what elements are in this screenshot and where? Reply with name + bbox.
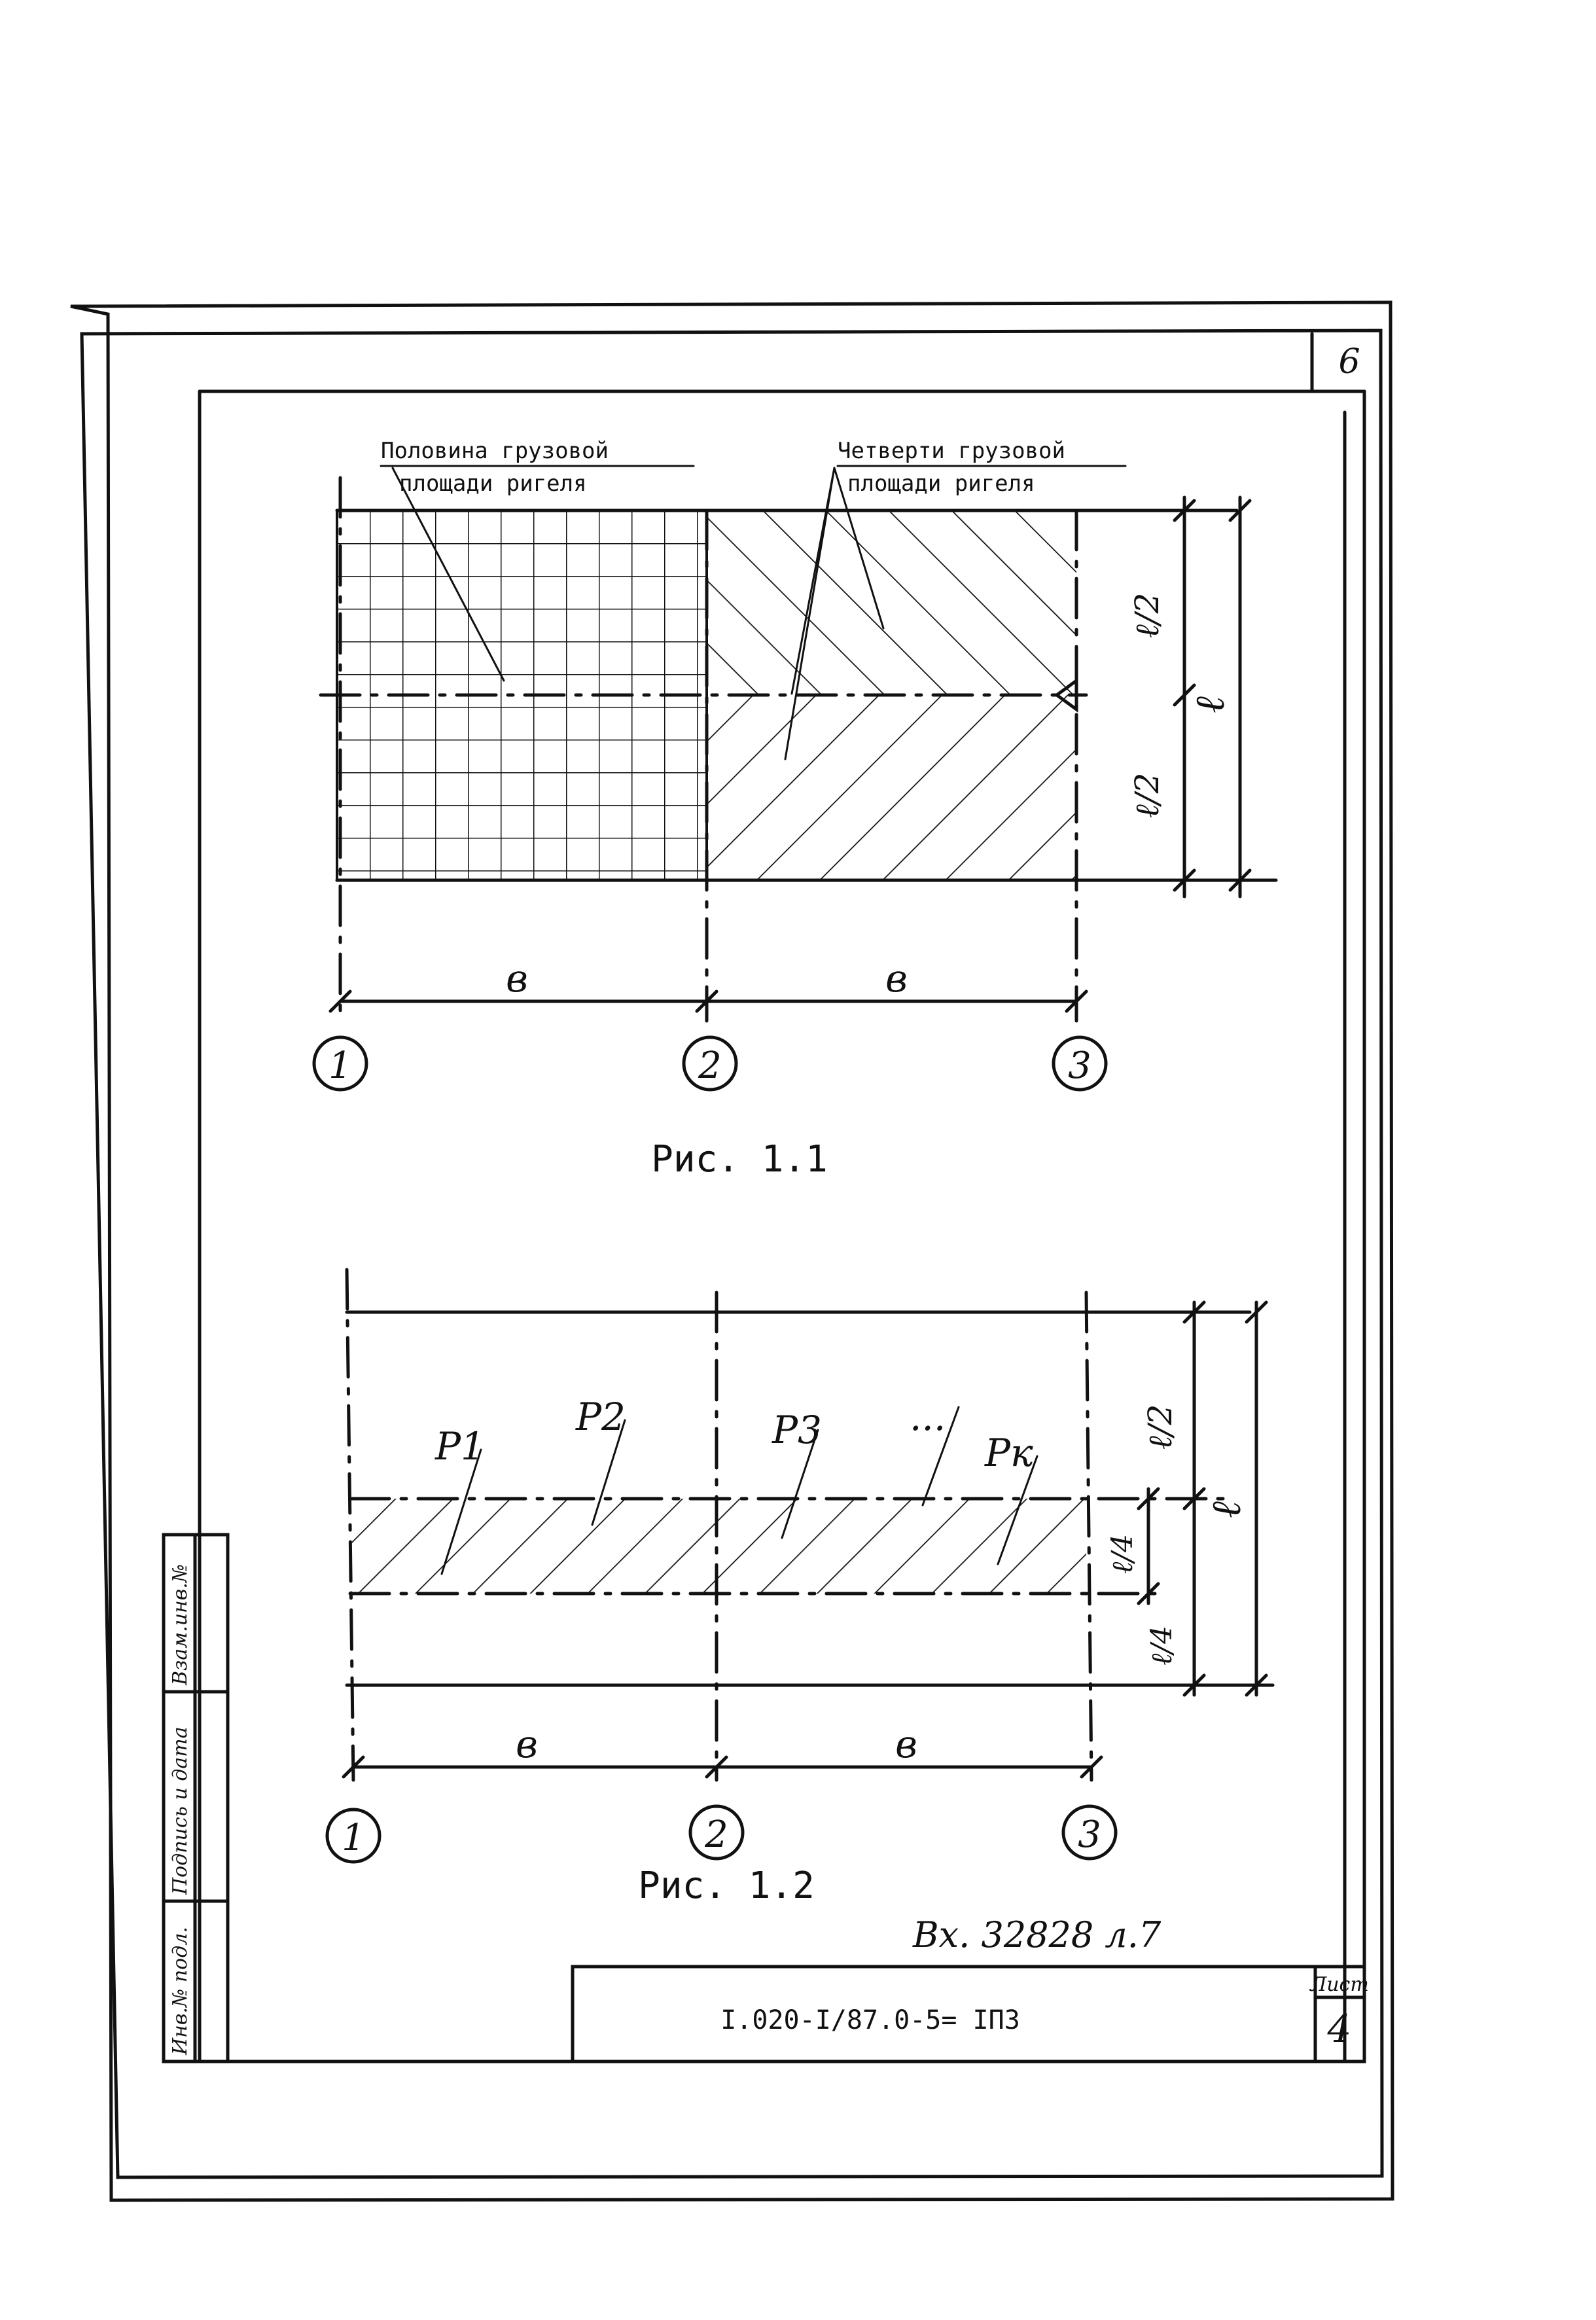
inner-frame — [162, 389, 1366, 2063]
stamp-inv-no: Инв.№ подл. — [169, 1927, 192, 2056]
fig1-label-right-1: Четверти грузовой — [838, 438, 1065, 464]
fig2-dim-b-left: в — [516, 1722, 538, 1766]
svg-text:2: 2 — [698, 1044, 722, 1087]
fig1-axis-3: 3 — [1052, 1035, 1108, 1092]
fig1-dim-b-left: в — [506, 956, 528, 1001]
load-dots: ... — [910, 1395, 946, 1439]
fig1-dim-half-bottom: ℓ/2 — [1128, 773, 1166, 818]
fig1-dim-half-top: ℓ/2 — [1128, 593, 1166, 638]
fig2-dim-quarter: ℓ/4 — [1106, 1534, 1139, 1574]
corner-number: 6 — [1338, 342, 1360, 382]
fig2-dim-full: ℓ — [1202, 1501, 1250, 1518]
fig1-dim-b-right: в — [885, 956, 908, 1001]
figure-1-2: в в ℓ/2 ℓ/4 ℓ/4 ℓ P1 P2 P3 ... Pк 1 — [325, 1268, 1275, 1907]
figure-1-1: в в ℓ/2 ℓ/2 ℓ Половина грузовой площади … — [312, 438, 1278, 1181]
document-designation: I.020-I/87.0-5= IПЗ — [720, 2005, 1020, 2035]
corner-number-box: 6 — [1310, 332, 1360, 393]
fig1-label-left-2: площади ригеля — [399, 471, 587, 497]
fig1-axis-1: 1 — [312, 1035, 368, 1092]
fig1-label-left-1: Половина грузовой — [381, 438, 609, 464]
svg-text:1: 1 — [342, 1817, 365, 1859]
sheet-number: 4 — [1327, 2007, 1352, 2051]
svg-text:1: 1 — [328, 1044, 352, 1087]
stamp-sign-date: Подпись и дата — [169, 1726, 192, 1895]
outer-frame — [70, 300, 1394, 2202]
load-p2: P2 — [575, 1395, 626, 1439]
load-pk: Pк — [984, 1431, 1033, 1475]
svg-text:3: 3 — [1078, 1813, 1101, 1856]
svg-text:2: 2 — [704, 1813, 728, 1856]
incoming-note: Вх. 32828 л.7 — [912, 1914, 1162, 1955]
title-block: Лист 4 I.020-I/87.0-5= IПЗ — [571, 1965, 1369, 2063]
hatch-quarter-top — [707, 510, 1076, 695]
fig1-axis-2: 2 — [682, 1035, 738, 1092]
fig2-axis-2: 2 — [688, 1804, 745, 1861]
side-stamp: Инв.№ подл. Подпись и дата Взам.инв.№ — [162, 1533, 230, 2063]
fig2-axis-1: 1 — [325, 1808, 381, 1864]
stamp-replace-inv: Взам.инв.№ — [169, 1564, 192, 1686]
sheet-label: Лист — [1309, 1973, 1369, 1996]
fig2-dim-b-right: в — [895, 1722, 917, 1766]
svg-text:3: 3 — [1068, 1044, 1091, 1087]
fig1-caption: Рис. 1.1 — [651, 1138, 828, 1181]
load-p3: P3 — [771, 1408, 822, 1452]
fig1-dim-full: ℓ — [1186, 696, 1233, 713]
fig1-label-right-2: площади ригеля — [847, 471, 1035, 497]
fig2-caption: Рис. 1.2 — [638, 1865, 815, 1907]
fig2-dim-half: ℓ/2 — [1141, 1404, 1179, 1450]
fig2-axis-3: 3 — [1061, 1804, 1118, 1861]
hatch-quarter-bottom — [707, 695, 1076, 880]
fig2-dim-quarter-bottom: ℓ/4 — [1145, 1626, 1179, 1666]
